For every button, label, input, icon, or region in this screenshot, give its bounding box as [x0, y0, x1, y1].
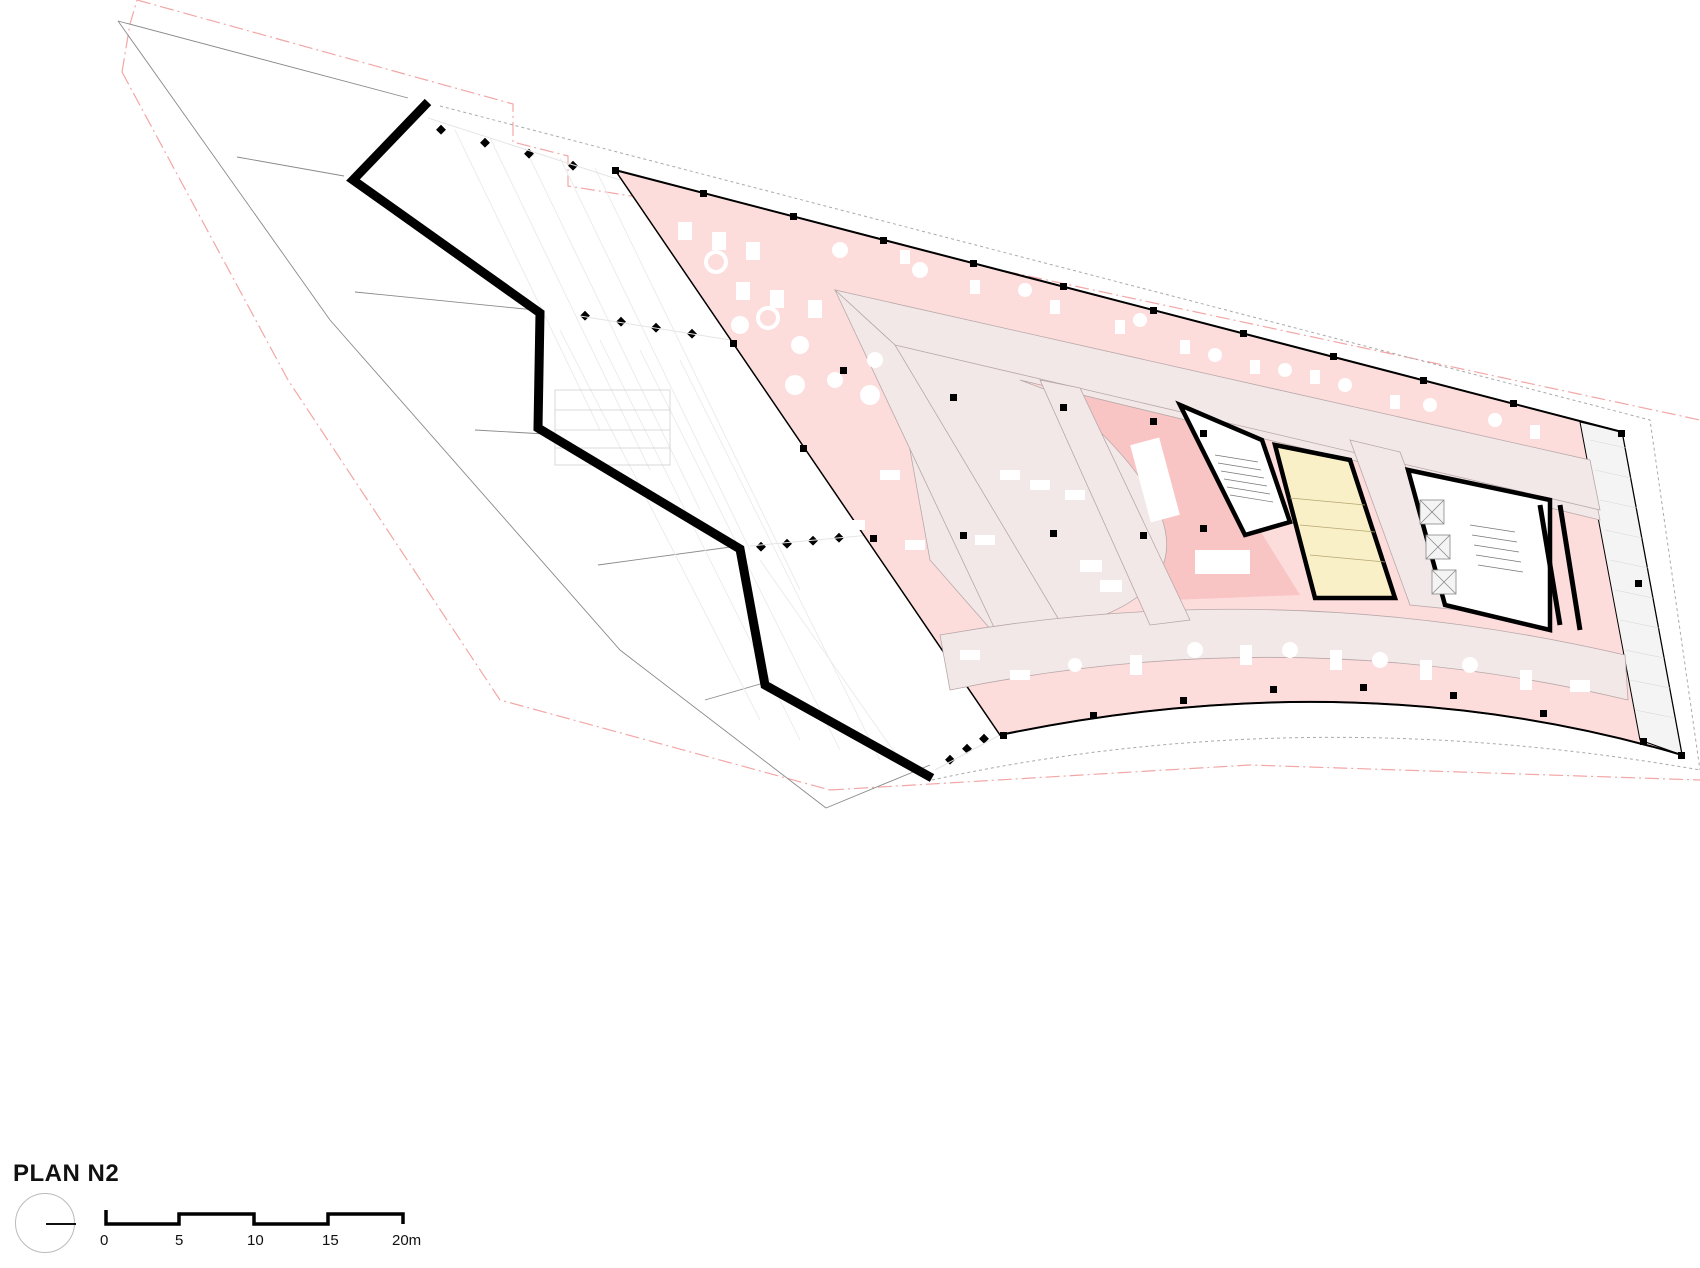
atrium-void [454, 129, 901, 761]
scale-bar [104, 1210, 405, 1226]
facade-wall [346, 98, 935, 782]
core-walls-extra [1537, 504, 1583, 631]
furniture-desks [678, 222, 1590, 692]
south-facade-line [999, 700, 1683, 756]
stair-treads-west [1214, 454, 1274, 503]
scale-label-10: 10 [247, 1232, 264, 1249]
scale-label-15: 15 [322, 1232, 339, 1249]
north-facade-line [614, 169, 1623, 433]
furniture-conference [1130, 437, 1250, 574]
elevator-cars [1419, 499, 1457, 595]
meeting-rooms [1065, 385, 1300, 600]
scale-label-0: 0 [100, 1232, 109, 1249]
stair-treads-east [1469, 524, 1524, 573]
grid-lines-void [427, 117, 1001, 771]
plan-title: PLAN N2 [13, 1160, 120, 1187]
core-restrooms [1271, 442, 1399, 601]
restroom-stalls [1289, 497, 1386, 563]
north-arrow-needle [46, 1223, 76, 1225]
scale-label-5: 5 [175, 1232, 184, 1249]
south-boundary-dotted [931, 736, 1700, 781]
terrace-hatch [1589, 439, 1676, 719]
column-grid-void [436, 124, 989, 765]
north-arrow-icon [15, 1193, 76, 1253]
core-stair-west [1175, 400, 1293, 538]
north-boundary-dotted [439, 105, 1700, 771]
corridor-link [1039, 379, 1191, 626]
escalator [554, 389, 671, 466]
scale-label-20m: 20m [392, 1232, 422, 1249]
